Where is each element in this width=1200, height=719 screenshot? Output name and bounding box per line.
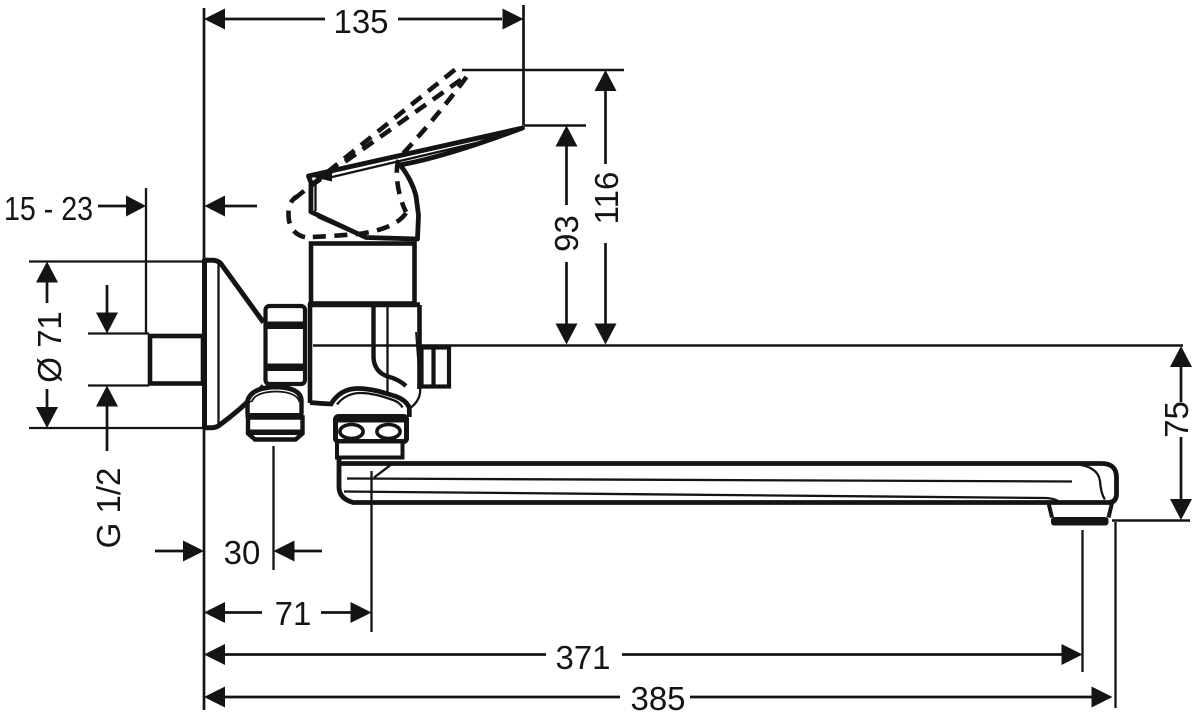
svg-text:371: 371 [555, 639, 610, 676]
svg-text:75: 75 [1158, 401, 1195, 438]
svg-text:G 1/2: G 1/2 [90, 468, 127, 549]
svg-text:385: 385 [630, 680, 685, 717]
svg-text:Ø 71: Ø 71 [31, 311, 68, 383]
svg-text:116: 116 [588, 172, 625, 225]
svg-text:71: 71 [275, 595, 312, 632]
svg-text:30: 30 [224, 534, 261, 571]
svg-text:135: 135 [333, 3, 388, 40]
svg-text:93: 93 [548, 215, 585, 252]
svg-text:15 - 23: 15 - 23 [4, 190, 93, 227]
